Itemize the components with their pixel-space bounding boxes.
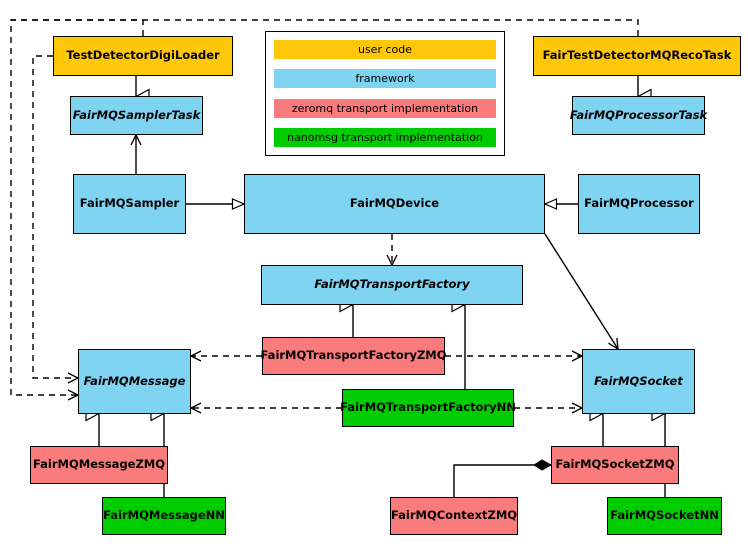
class-label: FairMQContextZMQ	[390, 508, 518, 523]
legend-label-nanomsg: nanomsg transport implementation	[287, 130, 483, 144]
legend-label-user-code: user code	[357, 43, 413, 56]
class-box-test-detector-digi-loader[interactable]: TestDetectorDigiLoader	[53, 36, 233, 76]
class-box-fairmq-processor-task[interactable]: FairMQProcessorTask	[569, 96, 708, 135]
class-box-fairmq-transport-factory-nn[interactable]: FairMQTransportFactoryNN	[340, 389, 516, 427]
class-label: FairTestDetectorMQRecoTask	[542, 48, 732, 63]
class-box-fairmq-device[interactable]: FairMQDevice	[244, 174, 545, 234]
line-recotask-depends-message-inner	[32, 55, 80, 384]
class-box-fairmq-message-zmq[interactable]: FairMQMessageZMQ	[30, 446, 168, 484]
legend-item-zeromq: zeromq transport implementation	[274, 98, 496, 118]
class-box-fairmq-transport-factory-zmq[interactable]: FairMQTransportFactoryZMQ	[260, 337, 447, 375]
class-box-fairmq-message[interactable]: FairMQMessage	[78, 349, 191, 414]
legend-item-user-code: user code	[274, 40, 496, 59]
class-label: FairMQDevice	[349, 196, 440, 211]
class-label: FairMQTransportFactory	[314, 277, 470, 292]
class-label: FairMQSampler	[79, 196, 180, 211]
legend-label-framework: framework	[355, 72, 415, 86]
line-device-uses-socket	[544, 233, 619, 351]
class-box-fairmq-socket[interactable]: FairMQSocket	[582, 349, 695, 414]
class-label: TestDetectorDigiLoader	[66, 48, 220, 63]
class-label: FairMQSocket	[594, 373, 683, 388]
legend-item-framework: framework	[274, 69, 496, 89]
class-label: FairMQTransportFactoryNN	[340, 400, 516, 415]
class-label: FairMQSamplerTask	[72, 107, 201, 122]
class-box-fairmq-sampler[interactable]: FairMQSampler	[73, 174, 186, 234]
class-label: FairMQSocketZMQ	[555, 457, 675, 472]
line-recotask-frame-top	[11, 19, 639, 36]
class-box-fairmq-processor[interactable]: FairMQProcessor	[578, 174, 700, 234]
class-box-fairmq-context-zmq[interactable]: FairMQContextZMQ	[390, 497, 518, 535]
class-label: FairMQTransportFactoryZMQ	[260, 348, 447, 363]
class-box-fairmq-sampler-task[interactable]: FairMQSamplerTask	[70, 96, 203, 135]
legend-item-nanomsg: nanomsg transport implementation	[274, 127, 496, 147]
legend-label-zeromq: zeromq transport implementation	[291, 101, 479, 115]
class-label: FairMQProcessorTask	[569, 107, 708, 122]
class-box-fairmq-transport-factory[interactable]: FairMQTransportFactory	[261, 265, 523, 305]
class-box-fairmq-socket-nn[interactable]: FairMQSocketNN	[607, 497, 722, 535]
class-box-fair-test-detector-mq-reco-task[interactable]: FairTestDetectorMQRecoTask	[533, 36, 741, 76]
class-box-fairmq-message-nn[interactable]: FairMQMessageNN	[102, 497, 226, 535]
legend: user code framework zeromq transport imp…	[265, 31, 505, 156]
class-label: FairMQSocketNN	[610, 508, 719, 523]
class-label: FairMQProcessor	[584, 196, 694, 211]
class-label: FairMQMessage	[83, 373, 186, 388]
line-socketzmq-composes-contextzmq	[453, 459, 553, 497]
class-box-fairmq-socket-zmq[interactable]: FairMQSocketZMQ	[551, 446, 679, 484]
class-label: FairMQMessageZMQ	[32, 457, 166, 472]
class-label: FairMQMessageNN	[103, 508, 225, 523]
